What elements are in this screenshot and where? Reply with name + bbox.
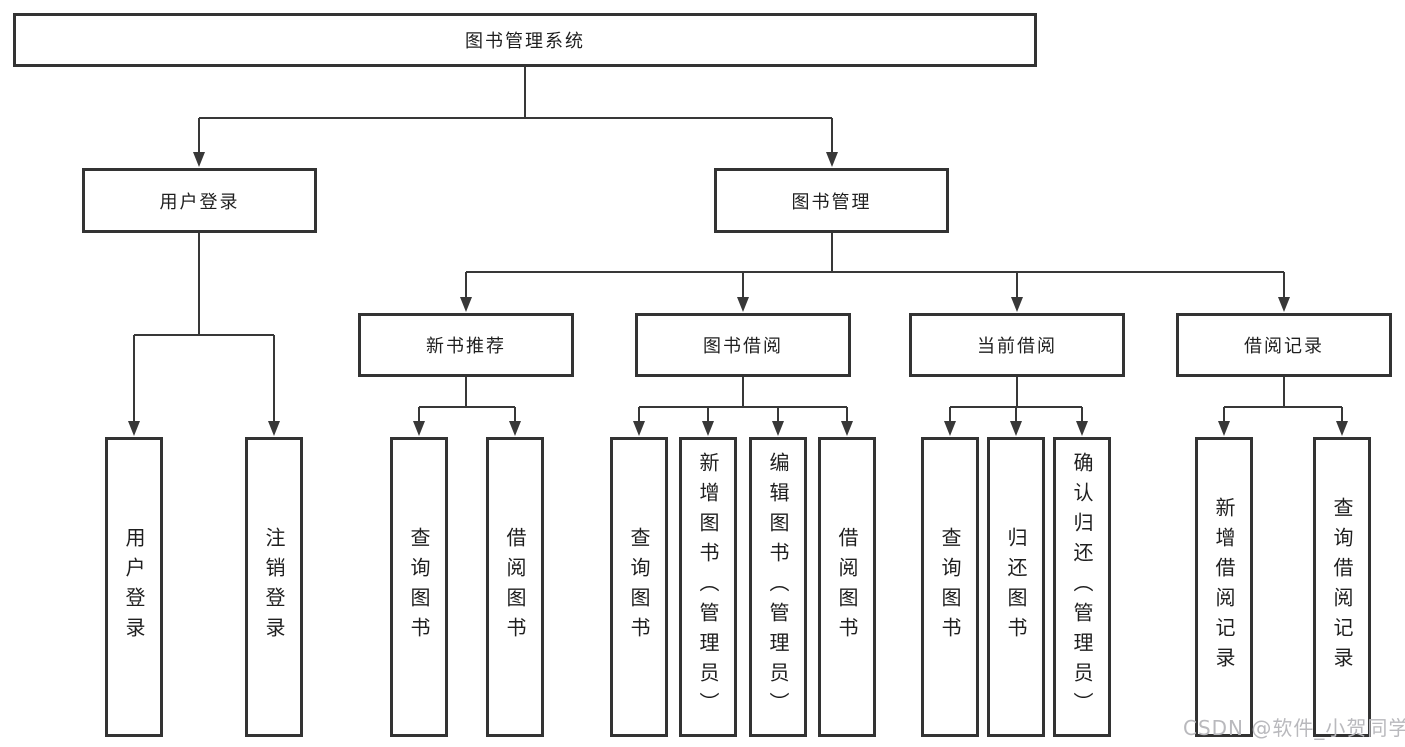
arrow-icon	[1076, 421, 1088, 436]
leaf-current-confirm-label: 确认归还（管理员）	[1070, 452, 1094, 722]
leaf-current-return-label: 归还图书	[1004, 527, 1028, 647]
leaf-logout-label: 注销登录	[262, 527, 286, 647]
connector-bookmgmt-to-level3	[465, 233, 1285, 298]
leaf-current-query: 查询图书	[921, 437, 979, 737]
node-current-borrow: 当前借阅	[909, 313, 1125, 377]
leaf-logout: 注销登录	[245, 437, 303, 737]
leaf-borrow-edit-label: 编辑图书（管理员）	[766, 452, 790, 722]
leaf-borrow-borrow-label: 借阅图书	[835, 527, 859, 647]
csdn-watermark: CSDN @软件_小贺同学	[1183, 716, 1405, 740]
connector-newbooks-to-leaves	[418, 377, 516, 422]
node-borrow-records: 借阅记录	[1176, 313, 1392, 377]
arrow-icon	[737, 297, 749, 312]
leaf-current-return: 归还图书	[987, 437, 1045, 737]
node-book-mgmt: 图书管理	[714, 168, 949, 233]
leaf-borrow-query-label: 查询图书	[627, 527, 651, 647]
arrow-icon	[702, 421, 714, 436]
arrowheads	[128, 152, 1348, 436]
arrow-icon	[509, 421, 521, 436]
leaf-current-confirm: 确认归还（管理员）	[1053, 437, 1111, 737]
arrow-icon	[1218, 421, 1230, 436]
arrow-icon	[633, 421, 645, 436]
leaf-records-add-label: 新增借阅记录	[1212, 497, 1236, 677]
leaf-records-query: 查询借阅记录	[1313, 437, 1371, 737]
arrow-icon	[460, 297, 472, 312]
node-root-label: 图书管理系统	[465, 31, 585, 52]
node-root: 图书管理系统	[13, 13, 1037, 67]
node-book-borrow-label: 图书借阅	[703, 336, 783, 357]
leaf-borrow-query: 查询图书	[610, 437, 668, 737]
leaf-newbooks-query: 查询图书	[390, 437, 448, 737]
node-book-mgmt-label: 图书管理	[791, 191, 872, 213]
connector-paths	[133, 67, 1343, 422]
arrow-icon	[1278, 297, 1290, 312]
connector-records-to-leaves	[1223, 377, 1343, 422]
arrow-icon	[772, 421, 784, 436]
arrow-icon	[1336, 421, 1348, 436]
leaf-borrow-borrow: 借阅图书	[818, 437, 876, 737]
leaf-newbooks-borrow-label: 借阅图书	[503, 527, 527, 647]
arrow-icon	[128, 421, 140, 436]
arrow-icon	[826, 152, 838, 167]
leaf-user-login: 用户登录	[105, 437, 163, 737]
leaf-borrow-edit: 编辑图书（管理员）	[749, 437, 807, 737]
node-new-books-label: 新书推荐	[426, 336, 506, 357]
leaf-newbooks-borrow: 借阅图书	[486, 437, 544, 737]
connector-userlogin-to-leaves	[133, 233, 275, 422]
arrow-icon	[1011, 297, 1023, 312]
node-user-login: 用户登录	[82, 168, 317, 233]
node-user-login-label: 用户登录	[159, 191, 240, 213]
node-book-borrow: 图书借阅	[635, 313, 851, 377]
node-borrow-records-label: 借阅记录	[1244, 336, 1324, 357]
leaf-records-query-label: 查询借阅记录	[1330, 497, 1354, 677]
node-current-borrow-label: 当前借阅	[977, 336, 1057, 357]
leaf-borrow-add: 新增图书（管理员）	[679, 437, 737, 737]
arrow-icon	[841, 421, 853, 436]
leaf-current-query-label: 查询图书	[938, 527, 962, 647]
leaf-borrow-add-label: 新增图书（管理员）	[696, 452, 720, 722]
connector-currentborrow-to-leaves	[949, 377, 1083, 422]
arrow-icon	[413, 421, 425, 436]
arrow-icon	[1010, 421, 1022, 436]
node-new-books: 新书推荐	[358, 313, 574, 377]
connector-bookborrow-to-leaves	[638, 377, 848, 422]
connector-root-to-level2	[198, 67, 833, 153]
arrow-icon	[268, 421, 280, 436]
leaf-records-add: 新增借阅记录	[1195, 437, 1253, 737]
leaf-newbooks-query-label: 查询图书	[407, 527, 431, 647]
arrow-icon	[944, 421, 956, 436]
arrow-icon	[193, 152, 205, 167]
leaf-user-login-label: 用户登录	[122, 527, 146, 647]
